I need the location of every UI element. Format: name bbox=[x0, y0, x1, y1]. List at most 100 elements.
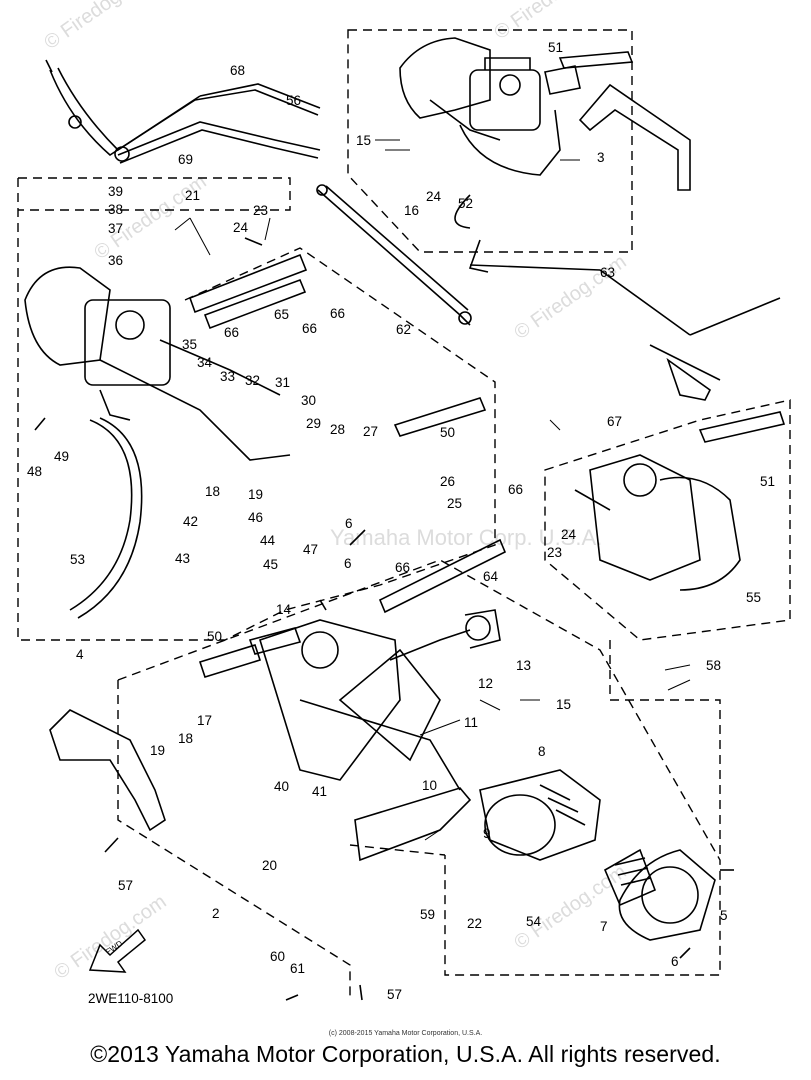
bracket-upper-right bbox=[578, 83, 691, 191]
callout-label: 56 bbox=[286, 93, 301, 108]
callout-label: 22 bbox=[467, 916, 482, 931]
callout-label: 66 bbox=[508, 482, 523, 497]
callout-label: 68 bbox=[230, 63, 245, 78]
callout-label: 14 bbox=[276, 602, 292, 617]
callout-label: 35 bbox=[182, 337, 197, 352]
hose-53 bbox=[69, 419, 133, 611]
bracket-left bbox=[49, 709, 166, 832]
callout-label: 61 bbox=[290, 961, 305, 976]
callout-label: 12 bbox=[478, 676, 493, 691]
callout-label: 27 bbox=[363, 424, 378, 439]
callout-label: 41 bbox=[312, 784, 327, 799]
carburetor-left bbox=[24, 266, 291, 461]
callout-label: 29 bbox=[306, 416, 321, 431]
callout-label: 20 bbox=[262, 858, 277, 873]
watermark: © Firedog.com bbox=[40, 0, 160, 54]
callout-label: 25 bbox=[447, 496, 462, 511]
fuel-hoses bbox=[45, 59, 321, 164]
callout-label: 2 bbox=[212, 906, 220, 921]
callout-label: 24 bbox=[233, 220, 249, 235]
watermark-layer: © Firedog.com © Firedog.com © Firedog.co… bbox=[40, 0, 630, 984]
callout-label: 65 bbox=[274, 307, 289, 322]
throttle-rod bbox=[468, 239, 781, 401]
parts-diagram: © Firedog.com © Firedog.com © Firedog.co… bbox=[17, 0, 791, 1006]
air-chamber bbox=[479, 769, 601, 861]
callout-label: 58 bbox=[706, 658, 721, 673]
callout-label: 23 bbox=[253, 203, 268, 218]
callout-label: 55 bbox=[746, 590, 761, 605]
callout-label: 63 bbox=[600, 265, 615, 280]
callout-label: 45 bbox=[263, 557, 278, 572]
leader-lines bbox=[174, 139, 691, 841]
bolts bbox=[34, 237, 734, 1001]
callout-label: 62 bbox=[396, 322, 411, 337]
callout-label: 24 bbox=[426, 189, 442, 204]
callout-label: 18 bbox=[205, 484, 220, 499]
part-code: 2WE110-8100 bbox=[88, 991, 173, 1006]
callout-label: 10 bbox=[422, 778, 437, 793]
bracket-8 bbox=[354, 787, 472, 862]
callout-label: 38 bbox=[108, 202, 123, 217]
callout-label: 30 bbox=[301, 393, 316, 408]
callout-label: 7 bbox=[600, 919, 608, 934]
callout-label: 48 bbox=[27, 464, 42, 479]
callout-label: 26 bbox=[440, 474, 455, 489]
callout-label: 51 bbox=[760, 474, 775, 489]
callout-label: 52 bbox=[458, 196, 473, 211]
callout-label: 6 bbox=[344, 556, 352, 571]
callout-label: 23 bbox=[547, 545, 562, 560]
watermark: © Firedog.com bbox=[510, 861, 630, 954]
pipe-65b bbox=[203, 278, 307, 330]
callout-label: 39 bbox=[108, 184, 123, 199]
carburetor-upper-right bbox=[399, 37, 561, 229]
callout-label: 13 bbox=[516, 658, 531, 673]
callout-label: 59 bbox=[420, 907, 435, 922]
group-boundaries bbox=[17, 29, 791, 1000]
callout-label: 66 bbox=[302, 321, 317, 336]
callout-label: 6 bbox=[345, 516, 353, 531]
diaphragm-cover bbox=[603, 848, 716, 941]
callout-label: 3 bbox=[597, 150, 605, 165]
callout-label: 54 bbox=[526, 914, 542, 929]
callout-label: 36 bbox=[108, 253, 123, 268]
callout-label: 67 bbox=[607, 414, 622, 429]
callout-label: 16 bbox=[404, 203, 419, 218]
callout-label: 24 bbox=[561, 527, 577, 542]
callout-label: 57 bbox=[118, 878, 133, 893]
carburetor-center bbox=[259, 609, 501, 791]
callout-label: 32 bbox=[245, 373, 260, 388]
link-rod bbox=[316, 184, 472, 326]
callout-label: 4 bbox=[76, 647, 84, 662]
callout-label: 69 bbox=[178, 152, 193, 167]
linework bbox=[17, 29, 791, 1001]
callout-label: 53 bbox=[70, 552, 85, 567]
copyright: ©2013 Yamaha Motor Corporation, U.S.A. A… bbox=[90, 1041, 721, 1067]
callout-labels: 2 3 4 5 6 6 6 7 8 9 10 11 12 13 14 15 15… bbox=[27, 40, 775, 1002]
watermark: © Firedog.com bbox=[50, 891, 170, 984]
callout-label: 64 bbox=[483, 569, 499, 584]
center-watermark: Yamaha Motor Corp. U.S.A. bbox=[330, 525, 602, 550]
callout-label: 28 bbox=[330, 422, 345, 437]
callout-label: 9 bbox=[483, 826, 491, 841]
callout-label: 66 bbox=[224, 325, 239, 340]
copyright-small: (c) 2008-2015 Yamaha Motor Corporation, … bbox=[328, 1030, 483, 1037]
callout-label: 19 bbox=[150, 743, 165, 758]
callout-label: 8 bbox=[538, 744, 546, 759]
sleeves bbox=[198, 51, 786, 678]
callout-label: 42 bbox=[183, 514, 198, 529]
callout-label: 17 bbox=[197, 713, 212, 728]
callout-label: 57 bbox=[387, 987, 402, 1002]
callout-label: 47 bbox=[303, 542, 318, 557]
callout-label: 34 bbox=[197, 355, 213, 370]
callout-label: 37 bbox=[108, 221, 123, 236]
callout-label: 43 bbox=[175, 551, 190, 566]
carburetor-right bbox=[574, 454, 741, 591]
callout-label: 44 bbox=[260, 533, 276, 548]
pipe-65 bbox=[188, 253, 308, 314]
callout-label: 50 bbox=[207, 629, 222, 644]
callout-label: 40 bbox=[274, 779, 289, 794]
callout-label: 31 bbox=[275, 375, 290, 390]
callout-label: 15 bbox=[556, 697, 571, 712]
watermark: © Firedog.com bbox=[490, 0, 610, 44]
callout-label: 49 bbox=[54, 449, 69, 464]
